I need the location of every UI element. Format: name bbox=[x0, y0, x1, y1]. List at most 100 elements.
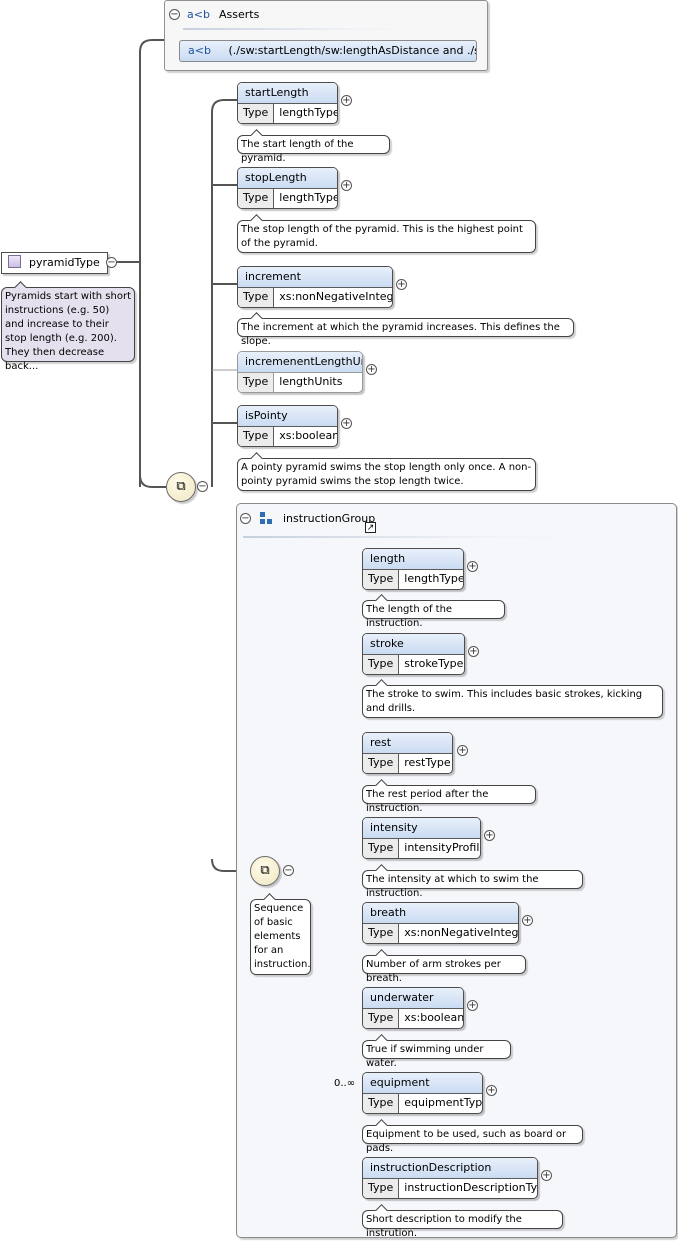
root-element-name: pyramidType bbox=[29, 256, 100, 269]
type-value: lengthType bbox=[279, 106, 338, 119]
type-value: lengthType bbox=[404, 572, 464, 585]
doc-text: Short description to modify the instruti… bbox=[366, 1214, 522, 1239]
type-value: strokeType bbox=[404, 657, 464, 670]
element-name: stopLength bbox=[238, 168, 337, 189]
element-name: underwater bbox=[363, 988, 463, 1009]
type-label: Type bbox=[238, 373, 275, 392]
expand-icon[interactable]: + bbox=[484, 830, 495, 841]
type-label: Type bbox=[363, 1094, 400, 1113]
element-start-length[interactable]: startLength Type lengthType bbox=[237, 82, 338, 124]
doc-text: The rest period after the instruction. bbox=[366, 789, 489, 814]
collapse-icon[interactable]: − bbox=[169, 9, 180, 20]
type-value: xs:boolean bbox=[279, 429, 338, 442]
group-name: instructionGroup bbox=[283, 512, 376, 525]
element-name: isPointy bbox=[238, 406, 337, 427]
type-value: lengthUnits bbox=[279, 375, 343, 388]
expand-icon[interactable]: + bbox=[467, 561, 478, 572]
sequence-compositor-icon[interactable]: ⧉ bbox=[250, 856, 280, 886]
type-label: Type bbox=[238, 104, 275, 123]
doc-text: The intensity at which to swim the instr… bbox=[366, 874, 539, 899]
collapse-icon[interactable]: − bbox=[283, 865, 294, 876]
expand-icon[interactable]: + bbox=[541, 1170, 552, 1181]
element-name: incremenentLengthUnit bbox=[238, 352, 362, 373]
element-breath[interactable]: breath Type xs:nonNegativeInteger bbox=[362, 902, 519, 944]
element-documentation: Equipment to be used, such as board or p… bbox=[362, 1119, 583, 1154]
element-documentation: Number of arm strokes per breath. bbox=[362, 949, 526, 984]
assert-expression[interactable]: a<b (./sw:startLength/sw:lengthAsDistanc… bbox=[179, 40, 477, 62]
element-name: instructionDescription bbox=[363, 1158, 537, 1179]
element-name: stroke bbox=[363, 634, 464, 655]
collapse-icon[interactable]: − bbox=[197, 481, 208, 492]
element-documentation: The intensity at which to swim the instr… bbox=[362, 864, 583, 899]
type-label: Type bbox=[363, 839, 400, 858]
cardinality-label: 0..∞ bbox=[334, 1078, 356, 1089]
expand-icon[interactable]: + bbox=[468, 646, 479, 657]
element-instruction-description[interactable]: instructionDescription Type instructionDe… bbox=[362, 1157, 538, 1199]
doc-text: The stroke to swim. This includes basic … bbox=[366, 689, 643, 714]
element-documentation: True if swimming under water. bbox=[362, 1034, 511, 1069]
collapse-icon[interactable]: − bbox=[106, 257, 117, 268]
element-is-pointy[interactable]: isPointy Type xs:boolean bbox=[237, 405, 338, 447]
element-name: intensity bbox=[363, 818, 480, 839]
element-name: rest bbox=[363, 733, 452, 754]
element-documentation: The rest period after the instruction. bbox=[362, 779, 536, 814]
element-documentation: The start length of the pyramid. bbox=[237, 129, 390, 164]
expand-icon[interactable]: + bbox=[486, 1085, 497, 1096]
element-stroke[interactable]: stroke Type strokeType bbox=[362, 633, 465, 675]
element-documentation: A pointy pyramid swims the stop length o… bbox=[237, 452, 536, 491]
doc-text: True if swimming under water. bbox=[366, 1044, 484, 1069]
type-label: Type bbox=[363, 655, 400, 674]
doc-text: Number of arm strokes per breath. bbox=[366, 959, 501, 984]
element-length[interactable]: length Type lengthType bbox=[362, 548, 464, 590]
doc-text: Sequence of basic elements for an instru… bbox=[254, 903, 311, 970]
doc-text: Equipment to be used, such as board or p… bbox=[366, 1129, 567, 1154]
type-label: Type bbox=[363, 570, 400, 589]
sequence-documentation: Sequence of basic elements for an instru… bbox=[250, 893, 311, 975]
element-name: increment bbox=[238, 267, 392, 288]
type-value: instructionDescriptionType bbox=[404, 1181, 538, 1194]
type-value: xs:nonNegativeInteger bbox=[404, 926, 519, 939]
expand-icon[interactable]: + bbox=[341, 95, 352, 106]
type-label: Type bbox=[363, 924, 400, 943]
element-name: breath bbox=[363, 903, 518, 924]
doc-text: The increment at which the pyramid incre… bbox=[241, 322, 560, 347]
type-label: Type bbox=[238, 189, 275, 208]
element-intensity[interactable]: intensity Type intensityProfile bbox=[362, 817, 481, 859]
root-element[interactable]: pyramidType bbox=[1, 252, 108, 274]
doc-text: The length of the instruction. bbox=[366, 604, 453, 629]
type-label: Type bbox=[363, 1009, 400, 1028]
expand-icon[interactable]: + bbox=[467, 1000, 478, 1011]
type-value: equipmentType bbox=[404, 1096, 483, 1109]
sequence-compositor-icon[interactable]: ⧉ bbox=[166, 472, 196, 502]
expand-icon[interactable]: + bbox=[396, 279, 407, 290]
type-value: intensityProfile bbox=[404, 841, 481, 854]
element-name: startLength bbox=[238, 83, 337, 104]
asserts-title: Asserts bbox=[219, 8, 260, 21]
assert-icon: a<b bbox=[187, 8, 210, 21]
type-value: xs:nonNegativeInteger bbox=[279, 290, 393, 303]
type-value: lengthType bbox=[279, 191, 338, 204]
element-stop-length[interactable]: stopLength Type lengthType bbox=[237, 167, 338, 209]
expand-icon[interactable]: + bbox=[366, 364, 377, 375]
type-value: restType bbox=[404, 756, 451, 769]
expand-icon[interactable]: + bbox=[522, 915, 533, 926]
assert-expression-text: (./sw:startLength/sw:lengthAsDistance an… bbox=[228, 44, 477, 57]
element-increment[interactable]: increment Type xs:nonNegativeInteger bbox=[237, 266, 393, 308]
link-arrow-icon[interactable]: ↗ bbox=[365, 522, 376, 533]
complex-type-icon bbox=[8, 255, 21, 268]
type-label: Type bbox=[238, 427, 275, 446]
element-incremenent-length-unit[interactable]: incremenentLengthUnit Type lengthUnits bbox=[237, 351, 363, 393]
element-documentation: The length of the instruction. bbox=[362, 594, 505, 629]
collapse-icon[interactable]: − bbox=[240, 513, 251, 524]
element-documentation: The stroke to swim. This includes basic … bbox=[362, 679, 663, 718]
type-label: Type bbox=[238, 288, 275, 307]
expand-icon[interactable]: + bbox=[341, 418, 352, 429]
root-doc-text: Pyramids start with short instructions (… bbox=[5, 291, 132, 372]
expand-icon[interactable]: + bbox=[341, 180, 352, 191]
element-name: length bbox=[363, 549, 463, 570]
expand-icon[interactable]: + bbox=[457, 745, 468, 756]
type-label: Type bbox=[363, 1179, 400, 1198]
